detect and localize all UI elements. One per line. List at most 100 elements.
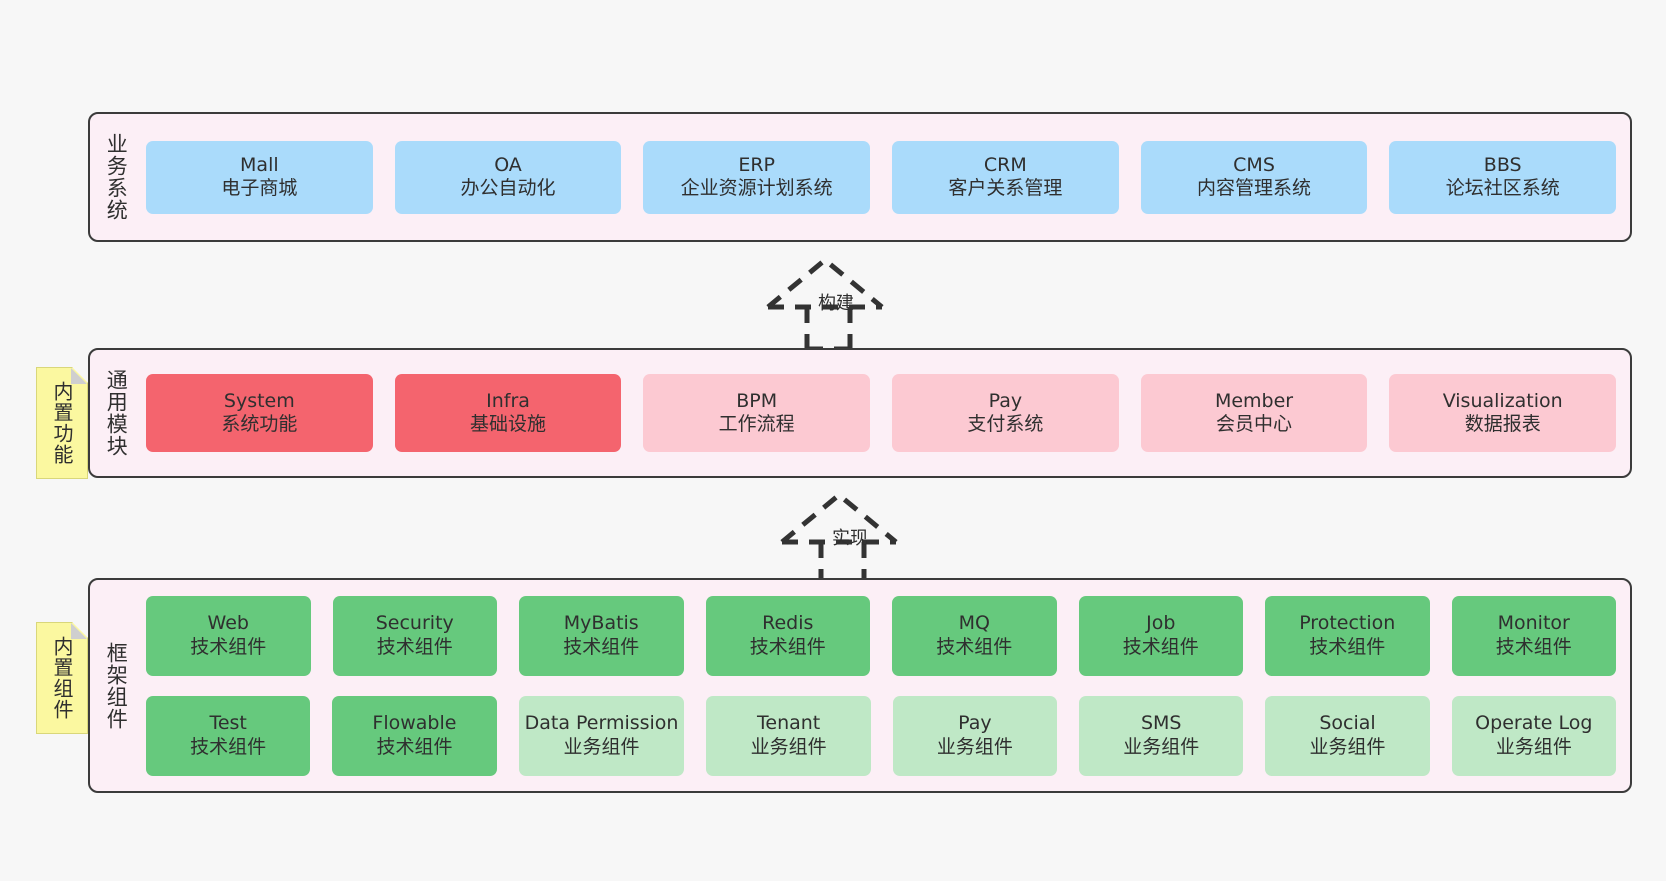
layer-body-business-systems: Mall 电子商城 OA 办公自动化 ERP 企业资源计划系统 CRM 客户关系… xyxy=(142,114,1630,240)
layer-body-framework-components: Web 技术组件 Security 技术组件 MyBatis 技术组件 Redi… xyxy=(142,580,1630,791)
node-job[interactable]: Job 技术组件 xyxy=(1078,595,1243,676)
node-member[interactable]: Member 会员中心 xyxy=(1140,374,1368,452)
node-mq[interactable]: MQ 技术组件 xyxy=(892,595,1057,676)
node-data-permission[interactable]: Data Permission 业务组件 xyxy=(518,695,685,776)
node-erp[interactable]: ERP 企业资源计划系统 xyxy=(643,140,871,214)
node-pay-module[interactable]: Pay 支付系统 xyxy=(892,374,1119,452)
node-subtitle: 业务组件 xyxy=(563,735,640,758)
note-label: 内置功能 xyxy=(50,381,74,465)
node-social[interactable]: Social 业务组件 xyxy=(1265,695,1430,776)
node-security[interactable]: Security 技术组件 xyxy=(332,595,497,676)
node-pay-component[interactable]: Pay 业务组件 xyxy=(892,695,1058,776)
node-title: ERP xyxy=(738,153,776,176)
node-bpm[interactable]: BPM 工作流程 xyxy=(643,374,871,452)
node-subtitle: 业务组件 xyxy=(750,735,827,758)
node-subtitle: 技术组件 xyxy=(1309,635,1386,658)
node-infra[interactable]: Infra 基础设施 xyxy=(394,374,622,452)
node-subtitle: 技术组件 xyxy=(376,735,453,758)
node-subtitle: 技术组件 xyxy=(376,635,453,658)
node-title: Web xyxy=(207,612,249,635)
node-title: Social xyxy=(1319,712,1376,735)
node-subtitle: 企业资源计划系统 xyxy=(680,177,833,199)
node-title: Member xyxy=(1214,389,1294,412)
node-title: Job xyxy=(1146,612,1176,635)
node-title: MyBatis xyxy=(563,612,639,635)
node-row: Test 技术组件 Flowable 技术组件 Data Permission … xyxy=(146,695,1616,776)
node-subtitle: 支付系统 xyxy=(967,413,1044,435)
node-row: Web 技术组件 Security 技术组件 MyBatis 技术组件 Redi… xyxy=(146,595,1616,676)
node-redis[interactable]: Redis 技术组件 xyxy=(705,595,870,676)
node-subtitle: 论坛社区系统 xyxy=(1445,177,1560,199)
layer-framework-components: 框架组件 Web 技术组件 Security 技术组件 MyBatis 技术组件… xyxy=(88,578,1632,793)
node-subtitle: 技术组件 xyxy=(1495,635,1572,658)
node-title: Monitor xyxy=(1497,612,1570,635)
node-title: CRM xyxy=(983,153,1027,176)
node-tenant[interactable]: Tenant 业务组件 xyxy=(706,695,871,776)
node-subtitle: 工作流程 xyxy=(718,413,795,435)
node-visualization[interactable]: Visualization 数据报表 xyxy=(1389,374,1617,452)
node-protection[interactable]: Protection 技术组件 xyxy=(1265,595,1430,676)
node-title: Data Permission xyxy=(524,712,679,735)
connector-build: 构建 xyxy=(758,252,908,352)
node-mybatis[interactable]: MyBatis 技术组件 xyxy=(519,595,684,676)
node-row: Mall 电子商城 OA 办公自动化 ERP 企业资源计划系统 CRM 客户关系… xyxy=(146,140,1617,214)
node-title: Infra xyxy=(486,389,530,412)
node-operate-log[interactable]: Operate Log 业务组件 xyxy=(1451,695,1616,776)
node-subtitle: 业务组件 xyxy=(936,735,1013,758)
node-subtitle: 技术组件 xyxy=(749,635,826,658)
node-subtitle: 客户关系管理 xyxy=(948,177,1063,199)
layer-title-framework-components: 框架组件 xyxy=(104,641,129,730)
node-subtitle: 业务组件 xyxy=(1309,735,1386,758)
node-row: System 系统功能 Infra 基础设施 BPM 工作流程 Pay 支付系统… xyxy=(146,374,1617,452)
connector-realize: 实现 xyxy=(772,487,922,587)
node-subtitle: 技术组件 xyxy=(190,635,267,658)
node-subtitle: 技术组件 xyxy=(1122,635,1199,658)
node-subtitle: 基础设施 xyxy=(470,413,547,435)
node-crm[interactable]: CRM 客户关系管理 xyxy=(892,140,1119,214)
node-test[interactable]: Test 技术组件 xyxy=(146,695,311,776)
node-title: Security xyxy=(375,612,454,635)
layer-common-modules: 通用模块 System 系统功能 Infra 基础设施 BPM 工作流程 Pay… xyxy=(88,348,1632,478)
node-title: Operate Log xyxy=(1475,712,1593,735)
note-builtin-component: 内置组件 xyxy=(36,622,88,734)
node-title: BPM xyxy=(736,389,778,412)
node-web[interactable]: Web 技术组件 xyxy=(146,595,311,676)
node-mall[interactable]: Mall 电子商城 xyxy=(146,140,373,214)
node-subtitle: 业务组件 xyxy=(1495,735,1572,758)
node-subtitle: 数据报表 xyxy=(1464,413,1541,435)
connector-label-build: 构建 xyxy=(818,293,854,314)
node-title: Tenant xyxy=(757,712,821,735)
layer-body-common-modules: System 系统功能 Infra 基础设施 BPM 工作流程 Pay 支付系统… xyxy=(142,350,1630,476)
layer-title-common-modules: 通用模块 xyxy=(104,369,129,457)
note-label: 内置组件 xyxy=(50,636,74,720)
node-sms[interactable]: SMS 业务组件 xyxy=(1079,695,1244,776)
node-title: Redis xyxy=(762,612,814,635)
node-cms[interactable]: CMS 内容管理系统 xyxy=(1140,140,1368,214)
node-title: Protection xyxy=(1299,612,1396,635)
node-title: CMS xyxy=(1233,153,1275,176)
connector-label-realize: 实现 xyxy=(832,528,868,549)
node-title: Flowable xyxy=(372,712,457,735)
node-title: Pay xyxy=(988,389,1023,412)
layer-title-business-systems: 业务系统 xyxy=(104,133,129,221)
node-title: System xyxy=(223,389,295,412)
node-subtitle: 技术组件 xyxy=(936,635,1013,658)
node-oa[interactable]: OA 办公自动化 xyxy=(394,140,622,214)
note-builtin-function: 内置功能 xyxy=(36,367,88,479)
node-system[interactable]: System 系统功能 xyxy=(146,374,373,452)
node-subtitle: 办公自动化 xyxy=(460,177,556,199)
node-title: OA xyxy=(494,153,522,176)
node-monitor[interactable]: Monitor 技术组件 xyxy=(1451,595,1616,676)
node-subtitle: 内容管理系统 xyxy=(1197,177,1312,199)
node-subtitle: 会员中心 xyxy=(1216,413,1293,435)
node-title: Pay xyxy=(958,712,992,735)
node-subtitle: 电子商城 xyxy=(221,177,298,199)
folded-corner-icon xyxy=(71,368,87,384)
folded-corner-icon xyxy=(71,623,87,639)
node-subtitle: 技术组件 xyxy=(563,635,640,658)
node-bbs[interactable]: BBS 论坛社区系统 xyxy=(1389,140,1617,214)
node-subtitle: 系统功能 xyxy=(221,413,298,435)
node-flowable[interactable]: Flowable 技术组件 xyxy=(332,695,497,776)
node-title: SMS xyxy=(1140,712,1182,735)
